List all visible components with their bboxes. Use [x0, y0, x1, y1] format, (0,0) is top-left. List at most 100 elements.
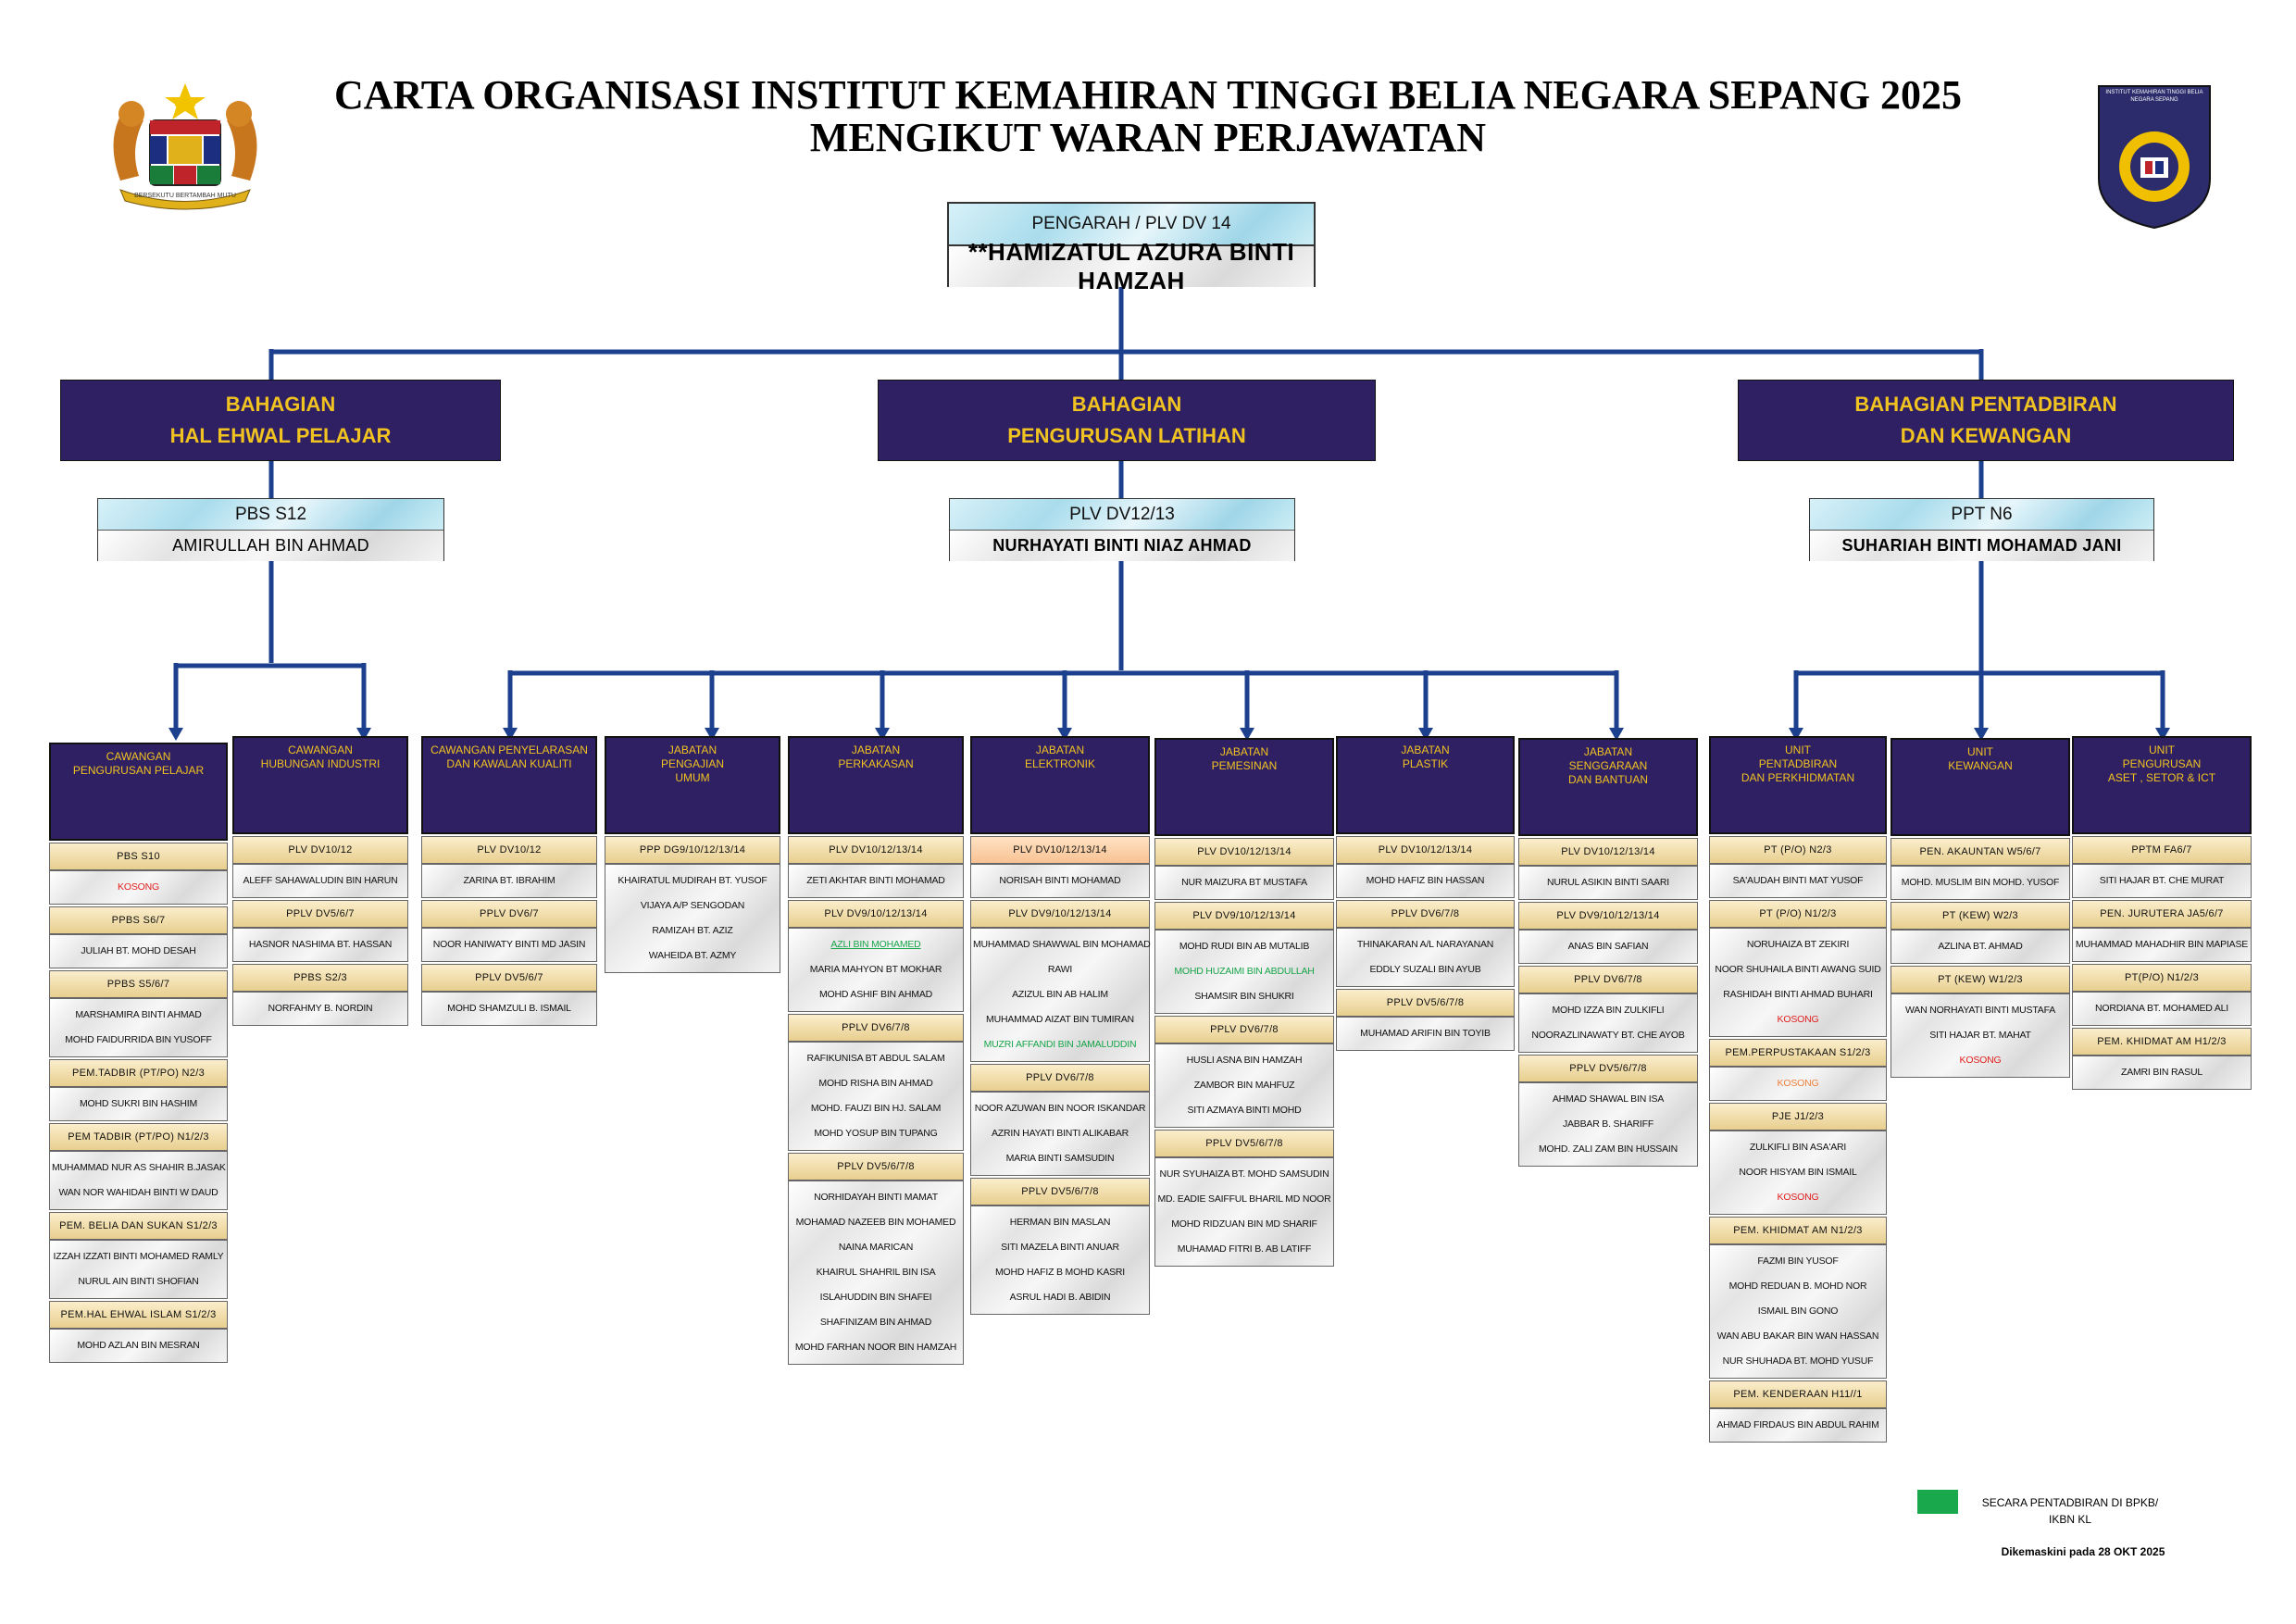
director-name: **HAMIZATUL AZURA BINTI HAMZAH — [949, 238, 1314, 294]
grade-bar: PT (P/O) N1/2/3 — [1709, 900, 1887, 928]
staff-name: MUHAMAD ARIFIN BIN TOYIB — [1360, 1028, 1491, 1039]
vacant-position: KOSONG — [1777, 1014, 1819, 1025]
unit-header-line: CAWANGAN — [106, 750, 171, 763]
grade-bar: PPLV DV6/7/8 — [1518, 966, 1698, 993]
grade-bar: PPLV DV5/6/7/8 — [788, 1153, 964, 1181]
grade-bar: PPBS S6/7 — [49, 906, 228, 934]
staff-name: SITI AZMAYA BINTI MOHD — [1187, 1105, 1302, 1116]
staff-name: MOHD. MUSLIM BIN MOHD. YUSOF — [1901, 877, 2060, 888]
staff-list: MOHD SHAMZULI B. ISMAIL — [421, 992, 597, 1026]
staff-list: NORISAH BINTI MOHAMAD — [970, 864, 1150, 898]
grade-bar: PEN. AKAUNTAN W5/6/7 — [1890, 838, 2070, 866]
staff-name: ALEFF SAHAWALUDIN BIN HARUN — [243, 875, 398, 886]
legend-line-2: IKBN KL — [2048, 1513, 2092, 1526]
grade-bar: PPLV DV6/7/8 — [970, 1064, 1150, 1092]
staff-name: SA'AUDAH BINTI MAT YUSOF — [1732, 875, 1864, 886]
staff-list: ZETI AKHTAR BINTI MOHAMAD — [788, 864, 964, 898]
staff-list: NORDIANA BT. MOHAMED ALI — [2072, 992, 2252, 1026]
grade-bar: PLV DV9/10/12/13/14 — [1518, 902, 1698, 930]
grade-bar: PLV DV10/12/13/14 — [970, 836, 1150, 864]
grade-bar: PEM.TADBIR (PT/PO) N2/3 — [49, 1059, 228, 1087]
staff-name: JULIAH BT. MOHD DESAH — [81, 945, 196, 956]
unit-header-line: UMUM — [675, 771, 710, 784]
staff-name: MARIA BINTI SAMSUDIN — [1005, 1153, 1115, 1164]
division-line-2: DAN KEWANGAN — [1900, 424, 2072, 447]
division-banner-admin-finance[interactable]: BAHAGIAN PENTADBIRAN DAN KEWANGAN — [1738, 380, 2234, 461]
unit-header-line: PENGURUSAN PELAJAR — [72, 764, 205, 777]
staff-name: MOHD HUZAIMI BIN ABDULLAH — [1174, 966, 1315, 977]
grade-bar: PT(P/O) N1/2/3 — [2072, 964, 2252, 992]
grade-bar: PPBS S5/6/7 — [49, 970, 228, 998]
staff-name: NOOR SHUHAILA BINTI AWANG SUID — [1715, 964, 1881, 975]
grade-bar: PLV DV10/12/13/14 — [1336, 836, 1515, 864]
division-banner-training[interactable]: BAHAGIAN PENGURUSAN LATIHAN — [878, 380, 1376, 461]
unit-header-line: KEWANGAN — [1948, 759, 2013, 772]
staff-name: MOHD REDUAN B. MOHD NOR — [1728, 1280, 1867, 1292]
staff-name: WAN ABU BAKAR BIN WAN HASSAN — [1716, 1330, 1879, 1342]
grade-bar: PPLV DV5/6/7/8 — [970, 1178, 1150, 1206]
grade-bar: PLV DV10/12 — [232, 836, 408, 864]
institute-logo — [2094, 81, 2215, 230]
division-head-student-affairs[interactable]: PBS S12 AMIRULLAH BIN AHMAD — [97, 498, 444, 561]
staff-list: AHMAD FIRDAUS BIN ABDUL RAHIM — [1709, 1408, 1887, 1443]
staff-name: HASNOR NASHIMA BT. HASSAN — [248, 939, 393, 950]
vacant-position: KOSONG — [1777, 1192, 1819, 1203]
staff-name: NORISAH BINTI MOHAMAD — [999, 875, 1121, 886]
grade-bar: PPBS S2/3 — [232, 964, 408, 992]
staff-list: SA'AUDAH BINTI MAT YUSOF — [1709, 864, 1887, 898]
grade-bar: PEM. KENDERAAN H11//1 — [1709, 1380, 1887, 1408]
unit-header-line: JABATAN — [668, 743, 718, 756]
unit-header-line: JABATAN — [1035, 743, 1085, 756]
coat-of-arms-logo — [93, 79, 278, 213]
staff-name: RASHIDAH BINTI AHMAD BUHARI — [1723, 989, 1873, 1000]
unit-header-line: CAWANGAN PENYELARASAN — [430, 743, 588, 756]
staff-list: NOOR HANIWATY BINTI MD JASIN — [421, 928, 597, 962]
division-head-training[interactable]: PLV DV12/13 NURHAYATI BINTI NIAZ AHMAD — [949, 498, 1295, 561]
staff-name: WAHEIDA BT. AZMY — [648, 950, 737, 961]
staff-list: NUR MAIZURA BT MUSTAFA — [1154, 866, 1334, 900]
staff-name: JABBAR B. SHARIFF — [1562, 1118, 1654, 1130]
staff-list: ANAS BIN SAFIAN — [1518, 930, 1698, 964]
staff-name: KHAIRATUL MUDIRAH BT. YUSOF — [618, 875, 767, 886]
grade-bar: PJE J1/2/3 — [1709, 1103, 1887, 1131]
staff-name: NOOR AZUWAN BIN NOOR ISKANDAR — [974, 1103, 1146, 1114]
staff-name: MUHAMMAD NUR AS SHAHIR B.JASAK — [52, 1162, 226, 1173]
division-banner-student-affairs[interactable]: BAHAGIAN HAL EHWAL PELAJAR — [60, 380, 501, 461]
grade-bar: PBS S10 — [49, 843, 228, 870]
staff-name: IZZAH IZZATI BINTI MOHAMED RAMLY — [53, 1251, 224, 1262]
director-box[interactable]: PENGARAH / PLV DV 14 **HAMIZATUL AZURA B… — [947, 202, 1316, 294]
staff-name: NUR SYUHAIZA BT. MOHD SAMSUDIN — [1159, 1168, 1329, 1180]
division-head-admin-finance[interactable]: PPT N6 SUHARIAH BINTI MOHAMAD JANI — [1809, 498, 2154, 561]
page-title: CARTA ORGANISASI INSTITUT KEMAHIRAN TING… — [222, 74, 2074, 159]
staff-name: ZAMRI BIN RASUL — [2120, 1067, 2202, 1078]
unit-header-line: UNIT — [1785, 743, 1811, 756]
director-grade: PENGARAH / PLV DV 14 — [949, 204, 1314, 246]
staff-name: MUHAMMAD MAHADHIR BIN MAPIASE — [2075, 939, 2249, 950]
staff-name: MOHD ASHIF BIN AHMAD — [818, 989, 932, 1000]
staff-name: ISMAIL BIN GONO — [1757, 1305, 1839, 1317]
staff-name: AZLI BIN MOHAMED — [830, 939, 921, 950]
motto-text: BERSEKUTU BERTAMBAH MUTU — [134, 193, 236, 199]
staff-name: MOHD YOSUP BIN TUPANG — [814, 1128, 938, 1139]
